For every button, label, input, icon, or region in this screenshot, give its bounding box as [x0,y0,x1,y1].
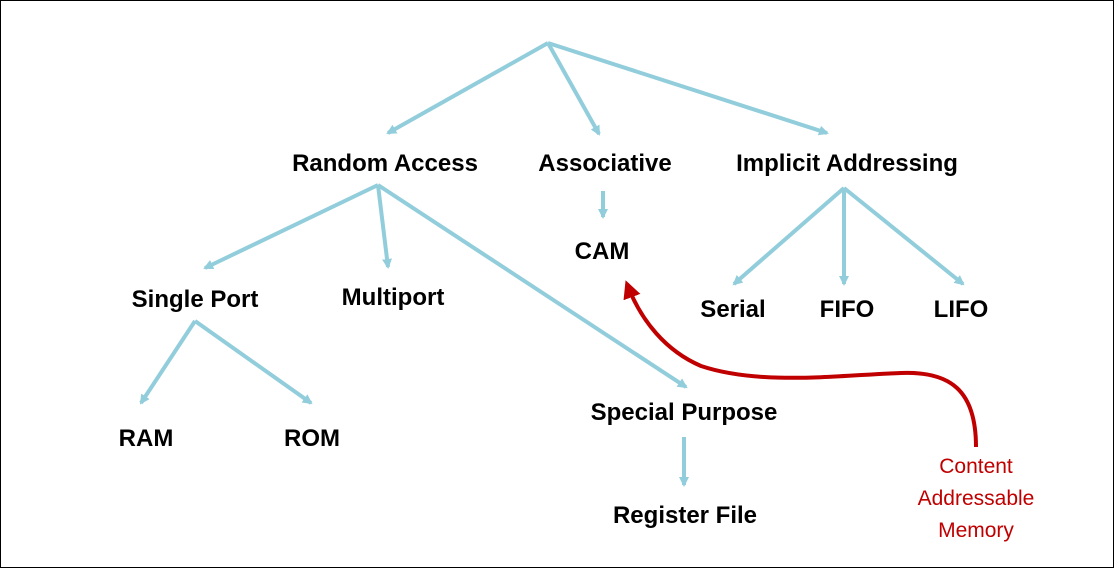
edge-random-access-special-purpose [376,183,688,389]
edge-root-random-access [386,41,549,135]
callout-line-2: Addressable [917,487,1035,510]
edge-root-associative [546,42,601,136]
callout-content-addressable-memory: Content Addressable Memory [918,451,1035,547]
edge-single-port-ram [139,319,197,405]
node-cam: CAM [574,238,630,265]
edge-single-port-rom [193,319,313,405]
node-implicit-addressing: Implicit Addressing [736,150,958,177]
callout-line-3: Memory [938,519,1014,542]
edge-root-implicit-addressing [547,41,829,136]
node-serial: Serial [700,296,766,323]
callout-line-1: Content [939,455,1013,478]
node-random-access: Random Access [292,150,478,177]
node-single-port: Single Port [131,286,259,313]
node-rom: ROM [284,425,340,452]
edge-implicit-lifo [842,186,965,286]
node-special-purpose: Special Purpose [590,399,778,426]
node-associative: Associative [538,150,672,177]
edge-random-access-single-port [203,183,379,270]
edge-implicit-serial [732,186,846,286]
node-lifo: LIFO [933,296,989,323]
node-register-file: Register File [612,502,758,529]
node-multiport: Multiport [341,284,445,311]
callout-arrow [623,280,978,448]
edge-random-access-multiport [376,184,392,269]
node-ram: RAM [118,425,174,452]
node-fifo: FIFO [819,296,875,323]
